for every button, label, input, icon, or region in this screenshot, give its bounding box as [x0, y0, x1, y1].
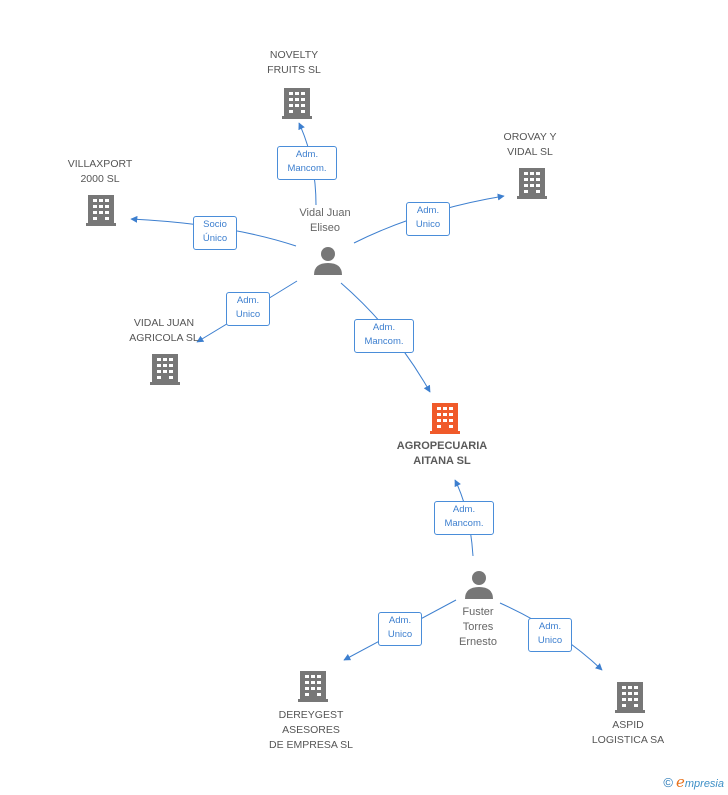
person-icon	[314, 247, 342, 275]
building-icon	[86, 195, 116, 226]
node-label-villaxport[interactable]: VILLAXPORT 2000 SL	[67, 158, 133, 185]
building-icon	[615, 682, 645, 713]
main-company-building-icon	[430, 403, 460, 434]
building-icon	[517, 168, 547, 199]
node-label-agropecuaria[interactable]: AGROPECUARIA AITANA SL	[396, 440, 488, 467]
brand-logo[interactable]: © empresia	[663, 773, 724, 791]
edge-label-aspid: Adm. Unico	[528, 618, 572, 652]
building-icon	[298, 671, 328, 702]
brand-initial: e	[675, 773, 685, 791]
edge-label-orovay: Adm. Unico	[406, 202, 450, 236]
node-label-dereygest[interactable]: DEREYGEST ASESORES DE EMPRESA SL	[268, 709, 354, 751]
edge-label-agropecuaria-fuster: Adm. Mancom.	[434, 501, 494, 535]
node-label-aspid[interactable]: ASPID LOGISTICA SA	[591, 719, 665, 746]
building-icon	[150, 354, 180, 385]
node-label-fuster[interactable]: Fuster Torres Ernesto	[459, 606, 497, 648]
edge-label-agropecuaria-vidal: Adm. Mancom.	[354, 319, 414, 353]
person-icon	[465, 571, 493, 599]
node-label-vidal-juan[interactable]: Vidal Juan Eliseo	[299, 207, 351, 234]
node-label-vidal-agricola[interactable]: VIDAL JUAN AGRICOLA SL	[129, 317, 199, 344]
copyright-icon: ©	[663, 775, 673, 790]
node-label-orovay[interactable]: OROVAY Y VIDAL SL	[503, 131, 557, 158]
building-icon	[282, 88, 312, 119]
edge-label-dereygest: Adm. Unico	[378, 612, 422, 646]
node-label-novelty[interactable]: NOVELTY FRUITS SL	[267, 49, 321, 76]
edge-label-villaxport: Socio Único	[193, 216, 237, 250]
brand-name: mpresia	[684, 778, 724, 790]
edge-label-novelty: Adm. Mancom.	[277, 146, 337, 180]
edge-label-agricola: Adm. Unico	[226, 292, 270, 326]
